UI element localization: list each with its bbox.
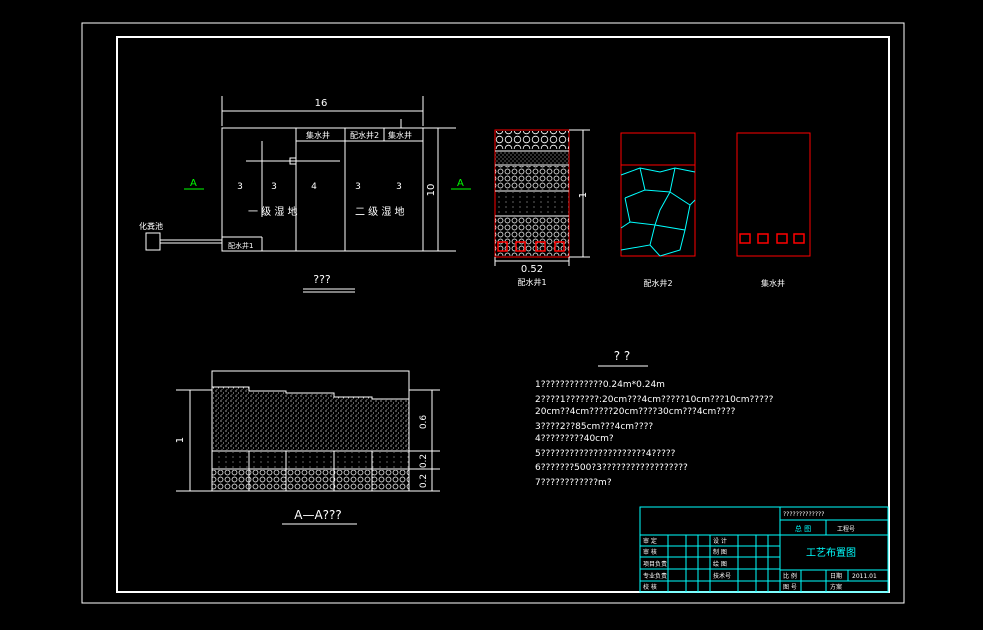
label-design: 设 计 [713,537,727,545]
section-view: 1 0.6 0.2 0.2 A—A??? [175,370,440,525]
cell-label: 3 [237,182,243,192]
section-dim-bot: 0.2 [419,474,429,488]
cell-label: 3 [396,182,402,192]
note-line: 20cm??4cm?????20cm????30cm???4cm???? [535,407,736,417]
note-line: 7????????????m? [535,478,612,488]
school-name: ????????????? [783,511,824,518]
outer-frame [81,22,905,604]
section-mark-left: A [190,178,197,189]
plan-dim-height: 10 [426,184,437,197]
note-line: 1?????????????0.24m*0.24m [535,380,665,390]
label-date: 日期 [830,572,842,580]
label-draft: 制 图 [713,548,727,556]
wetland1-label: 一 级 湿 地 [248,205,298,218]
section-dim-top: 0.6 [419,415,429,430]
label-scale: 比 例 [783,572,797,580]
label-general: 总 图 [795,524,811,533]
wetland2-label: 二 级 湿 地 [355,205,405,218]
title-block: ????????????? 总 图 工程号 工艺布置图 审 定 审 核 项目负责… [639,506,889,593]
label-discipline-lead: 专业负责 [643,572,667,580]
collect-well2-label: 集水井 [388,130,412,140]
note-line: 4?????????40cm? [535,434,614,444]
section-caption: A—A??? [294,508,342,522]
label-approve: 审 定 [643,537,657,545]
plan-dim-total: 16 [315,98,328,109]
cell-label: 3 [271,182,277,192]
well-2: 配水井2 [620,132,696,288]
notes: ? ? 1?????????????0.24m*0.24m 2????1????… [535,349,774,488]
section-dim-mid: 0.2 [419,454,429,468]
label-project-lead: 项目负责 [643,560,667,568]
label-drawing: 绘 图 [713,560,727,568]
collect-well-label: 集水井 [306,130,330,140]
note-line: 3????2??85cm???4cm???? [535,422,653,432]
septic-tank-label: 化粪池 [139,221,163,231]
dist-well1-label: 配水井1 [228,241,253,250]
note-line: 2????1???????:20cm???4cm?????10cm???10cm… [535,395,774,405]
plan-caption: ??? [313,273,331,286]
well-3: 集水井 [736,132,811,288]
note-line: 5??????????????????????4????? [535,449,676,459]
section-dim-height: 1 [175,437,186,443]
inner-frame [116,36,890,593]
well-dim-height: 1 [578,192,589,198]
notes-title: ? ? [614,349,631,363]
well3-caption: 集水井 [761,278,785,288]
well-1: 1 0.52 配水井1 [494,129,590,287]
label-tech-no: 技术号 [713,572,731,580]
label-check: 校 核 [643,583,657,591]
label-scheme: 方案 [830,583,842,591]
note-line: 6???????500?3?????????????????? [535,463,688,473]
dist-well2-label: 配水井2 [350,130,379,140]
label-review: 审 核 [643,548,657,556]
well1-caption: 配水井1 [517,277,546,287]
cell-label: 4 [311,182,317,192]
cell-label: 3 [355,182,361,192]
well2-caption: 配水井2 [643,278,672,288]
date-value: 2011.01 [852,573,877,580]
drawing-title: 工艺布置图 [806,547,856,559]
plan-view: 16 10 A A 化粪池 集水井 配水井2 集水井 配水井1 3 3 [139,96,471,293]
label-drawing-no: 图 号 [783,584,797,591]
well-dim-width: 0.52 [521,264,543,275]
section-mark-right: A [457,178,464,189]
label-project-no: 工程号 [837,525,855,533]
